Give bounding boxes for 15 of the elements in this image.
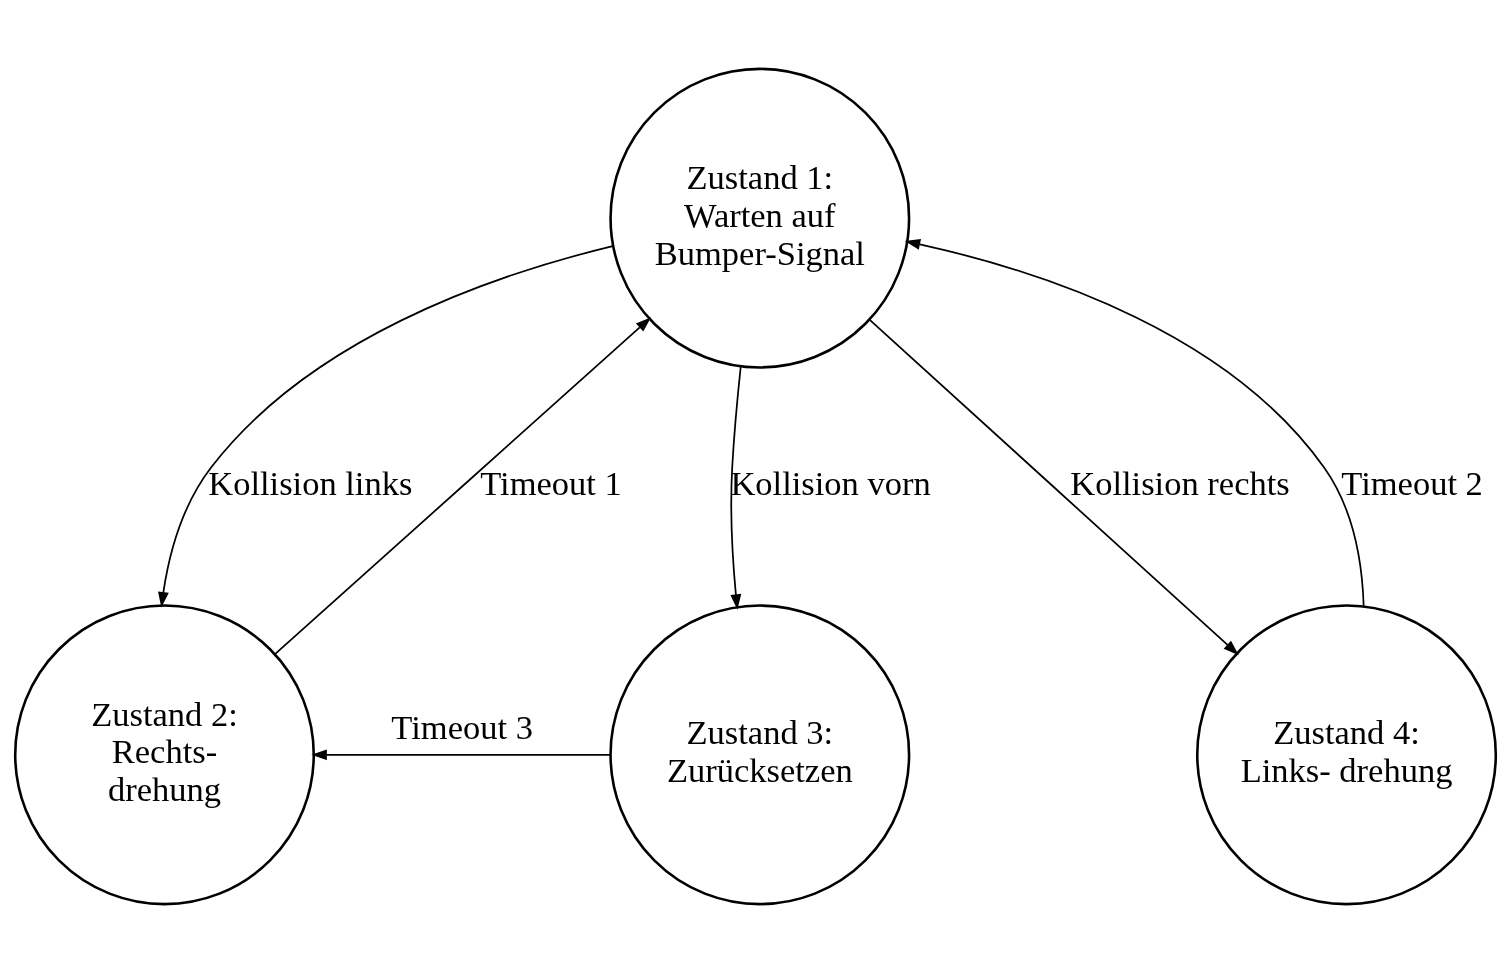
arrow: [158, 245, 614, 608]
arrow: [730, 365, 742, 610]
node-circle: Zustand 2: Rechts- drehung: [13, 604, 316, 906]
node-circle: Zustand 1: Warten auf Bumper-Signal: [609, 67, 911, 369]
node-circle: Zustand 3: Zurücksetzen: [609, 604, 911, 906]
edge-label: Timeout 1: [480, 464, 622, 503]
arrow: [311, 749, 612, 761]
edge-label: Timeout 3: [391, 708, 533, 747]
arrow: [904, 239, 1365, 608]
edge-label: Kollision rechts: [1070, 464, 1290, 503]
arrow: [274, 317, 652, 655]
node-circle: Zustand 4: Links- drehung: [1195, 604, 1498, 906]
edge-label: Kollision links: [208, 464, 413, 503]
arrow: [868, 318, 1239, 656]
edge-label: Timeout 2: [1341, 464, 1483, 503]
